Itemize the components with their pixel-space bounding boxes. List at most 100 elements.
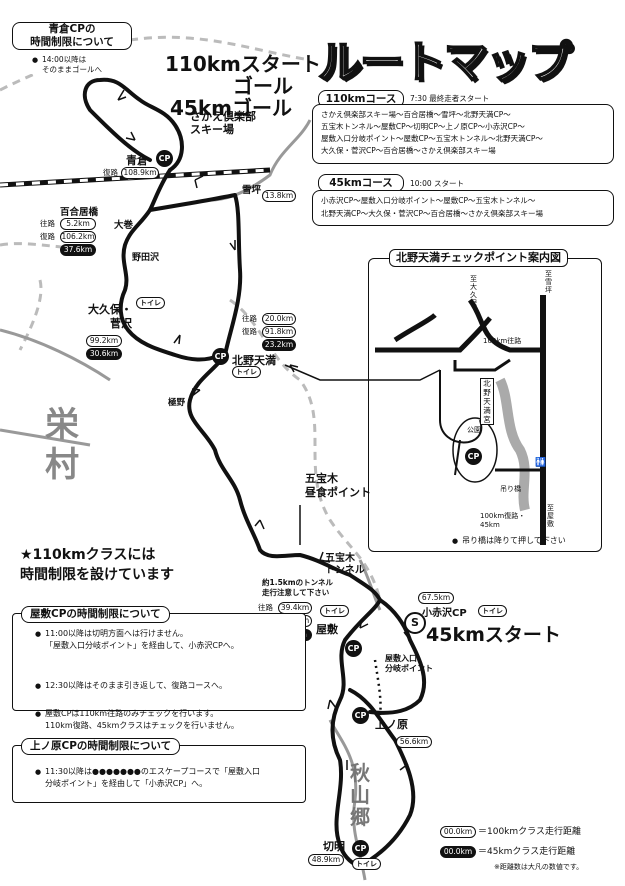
dist-kokasawa: 67.5km (418, 592, 454, 604)
uenohara-cp-marker: CP (352, 707, 369, 724)
aokura-box-title: 青倉CPの 時間制限について (12, 22, 132, 50)
uenohara-box-item: 11:30以降は●●●●●●●のエスケープコースで「屋敷入口 分岐ポイント」を経… (35, 766, 327, 790)
course-45-tab: 45kmコース (318, 174, 404, 192)
escape-route (373, 659, 382, 716)
dist-okubo-45: 30.6km (86, 348, 122, 360)
yashiki-box-title: 屋敷CPの時間制限について (21, 606, 170, 623)
place-sakae: 栄 村 (45, 405, 79, 485)
yashiki-box-item: 11:00以降は切明方面へは行けません。 「屋敷入口分岐ポイント」を経由して、小… (35, 628, 327, 652)
course-110-line: 大久保・菅沢CP〜百合居橋〜さかえ倶楽部スキー場 (321, 146, 496, 155)
legend-white-text: ＝100kmクラス走行距離 (478, 827, 581, 837)
aokura-box-item: 14:00以降は そのままゴールへ (32, 55, 102, 75)
place-yukitsubo: 雪坪 (242, 185, 262, 196)
place-yashiki-branch: 屋敷入口 分岐ポイント (385, 654, 433, 673)
class-time-note: ★110kmクラスには 時間制限を設けています (20, 547, 174, 583)
yashiki-box-item: 12:30以降はそのまま引き返して、復路コースへ。 (35, 680, 327, 692)
place-gohoki-tunnel: 五宝木 トンネル (325, 553, 365, 576)
course-110-line: さかえ倶楽部スキー場〜百合居橋〜雪坪〜北野天満CP〜 (321, 110, 511, 119)
aokura-back-label: 復路 (103, 168, 118, 177)
main-route (82, 77, 427, 868)
dist-kiriake: 48.9km (308, 854, 344, 866)
course-45-box: 小赤沢CP〜屋敷入口分岐ポイント〜屋敷CP〜五宝木トンネル〜 北野天満CP〜大久… (312, 190, 614, 226)
yashiki-limit-box: 屋敷CPの時間制限について 11:00以降は切明方面へは行けません。 「屋敷入口… (12, 606, 306, 730)
course-45-time: 10:00 スタート (410, 179, 464, 188)
kiriake-cp-marker: CP (352, 840, 369, 857)
course-45-line: 北野天満CP〜大久保・菅沢CP〜百合居橋〜さかえ倶楽部スキー場 (321, 209, 544, 218)
course-110-box: さかえ倶楽部スキー場〜百合居橋〜雪坪〜北野天満CP〜 五宝木トンネル〜屋敷CP〜… (312, 104, 614, 164)
course-45-line: 小赤沢CP〜屋敷入口分岐ポイント〜屋敷CP〜五宝木トンネル〜 (321, 196, 536, 205)
venue-label: さかえ倶楽部 スキー場 (190, 110, 256, 136)
course-110-line: 五宝木トンネル〜屋敷CP〜切明CP〜上ノ原CP〜小赤沢CP〜 (321, 122, 525, 131)
park-area (452, 417, 498, 483)
start-45-label: 45kmスタート (426, 624, 561, 646)
dist-yurii-back: 106.2km (60, 231, 96, 243)
dist-kitano-45: 23.2km (262, 339, 296, 351)
place-gokuno: 極野 (168, 398, 186, 408)
kiriake-toilet: トイレ (352, 858, 381, 870)
legend-black-sample: 00.0km (440, 846, 476, 858)
place-nodasawa: 野田沢 (132, 253, 160, 263)
dist-kitano-out: 20.0km (262, 313, 296, 325)
dist-yurii-45: 37.6km (60, 244, 96, 256)
place-kokasawa: 小赤沢CP (422, 608, 467, 619)
legend-black-text: ＝45kmクラス走行距離 (478, 847, 576, 857)
yashiki-box-item: 屋敷CPは110km往路のみチェックを行います。 110km復路、45kmクラス… (35, 708, 327, 732)
goal-label: ゴール (233, 74, 293, 98)
kitano-toilet: トイレ (232, 366, 261, 378)
toilet-icon: 🚻 (535, 458, 547, 468)
yashiki-out-label: 往路 (258, 603, 273, 612)
shrine-label: 北野天満宮 (480, 378, 494, 425)
yurii-back-label: 復路 (40, 232, 55, 241)
park-label: 公園 (467, 426, 481, 434)
bridge-label: 吊り橋 (500, 485, 521, 493)
kitano-note: 吊り橋は降りて押して下さい (452, 535, 625, 547)
aokura-cp-marker: CP (156, 150, 173, 167)
kokasawa-toilet: トイレ (478, 605, 507, 617)
direction-arrows (117, 89, 411, 771)
dist-aokura-back: 108.9km (121, 167, 159, 179)
yurii-out-label: 往路 (40, 219, 55, 228)
place-gohoki-lunch: 五宝木 昼食ポイント (305, 472, 371, 499)
tunnel-note: 約1.5kmのトンネル 走行注意して下さい (262, 578, 333, 597)
dist-back-label: 100km復路・45km (480, 512, 526, 529)
kitano-back-label: 復路 (242, 327, 257, 336)
aokura-limit-box: 青倉CPの 時間制限について 14:00以降は そのままゴールへ (12, 22, 132, 75)
to-yashiki-label: 至屋敷 (547, 504, 554, 528)
start-45-marker: S (404, 612, 426, 634)
place-aokura: 青倉 (126, 154, 148, 167)
kitano-guide-cp: CP (465, 448, 482, 465)
place-yurii: 百合居橋 (60, 207, 99, 218)
dist-yukitsubo: 13.8km (262, 190, 296, 202)
place-kitano: 北野天満 (232, 354, 276, 367)
uenohara-box-title: 上ノ原CPの時間制限について (21, 738, 181, 755)
uenohara-limit-box: 上ノ原CPの時間制限について 11:30以降は●●●●●●●のエスケープコースで… (12, 738, 306, 803)
dist-okubo-back: 99.2km (86, 335, 122, 347)
to-yukitsubo-label: 至雪坪 (545, 270, 552, 294)
okubo-toilet: トイレ (136, 297, 165, 309)
page-title: ルートマップ (317, 36, 573, 89)
course-110-line: 屋敷入口分岐ポイント〜屋敷CP〜五宝木トンネル〜北野天満CP〜 (321, 134, 543, 143)
dist-uenohara: 56.6km (396, 736, 432, 748)
place-daikan: 大巻 (114, 220, 134, 231)
start-110-label: 110kmスタート (165, 52, 321, 76)
dist-kitano-back: 91.8km (262, 326, 296, 338)
place-kiriake: 切明 (323, 840, 345, 853)
dist100-label: 100km往路 (483, 337, 522, 345)
to-okubo-label: 至大久保 (470, 275, 477, 307)
yashiki-toilet: トイレ (320, 605, 349, 617)
pointer-lines (284, 364, 441, 545)
kitano-cp-marker: CP (212, 348, 229, 365)
kitano-guide-box: 北野天満チェックポイント案内図 (368, 249, 602, 552)
place-akiyamago: 秋 山 郷 (350, 761, 370, 829)
place-uenohara: 上ノ原 (375, 718, 408, 731)
legend-note: ※距離数は大凡の数値です。 (494, 863, 584, 871)
kitano-guide-title: 北野天満チェックポイント案内図 (389, 249, 568, 267)
kitano-diagram (375, 295, 546, 545)
legend-white-sample: 00.0km (440, 826, 476, 838)
course-110-time: 7:30 最終走者スタート (410, 94, 490, 103)
goal-45-label: 45kmゴール (170, 96, 292, 120)
yashiki-cp-marker: CP (345, 640, 362, 657)
kitano-out-label: 往路 (242, 314, 257, 323)
dist-yurii-out: 5.2km (60, 218, 96, 230)
place-okubo: 大久保・ 菅沢 (88, 303, 132, 330)
